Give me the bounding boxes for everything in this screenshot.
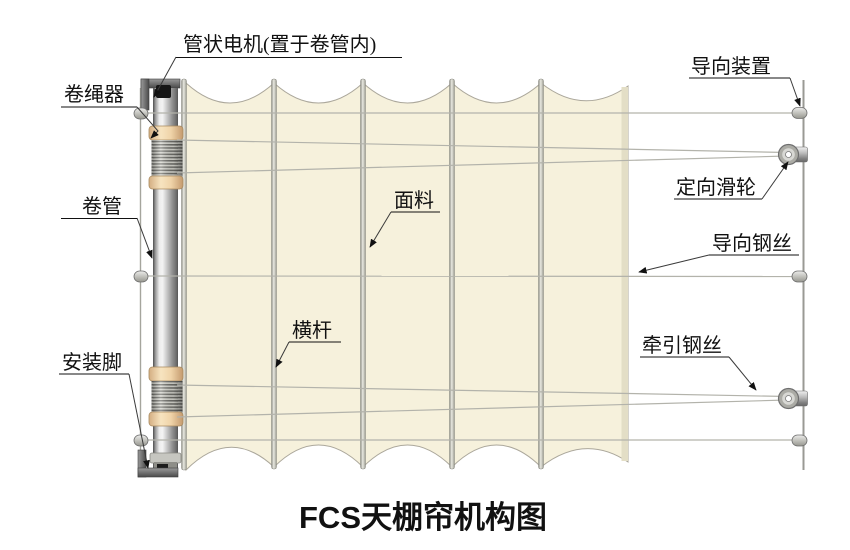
fabric-right-edge-shadow (621, 87, 628, 461)
label-tubular-motor: 管状电机(置于卷管内) (183, 33, 376, 56)
leader-fabric (369, 211, 392, 248)
cross-bar (449, 78, 455, 470)
leader-roll-tube (136, 217, 153, 259)
leader-guide-device (789, 77, 801, 107)
label-roll-tube: 卷管 (82, 195, 122, 218)
leader-lines (128, 56, 801, 469)
mounting-foot (137, 467, 179, 478)
rope-winder-bottom (148, 366, 184, 427)
label-underlines (59, 57, 799, 375)
traction-wire-top-b (176, 155, 788, 174)
leader-traction-wire (728, 356, 757, 391)
labels: 管状电机(置于卷管内) 卷绳器 卷管 安装脚 面料 横杆 导向装置 定向滑轮 导… (62, 33, 792, 374)
tubular-motor-head (156, 85, 171, 98)
label-mounting-foot: 安装脚 (62, 351, 122, 374)
top-bracket-arm (140, 78, 150, 111)
guide-device (791, 270, 808, 283)
cross-bar (271, 78, 277, 470)
guide-device (791, 434, 808, 447)
cross-bar (360, 78, 366, 470)
leader-rope-winder (136, 106, 159, 139)
label-guide-wire: 导向钢丝 (712, 232, 792, 255)
cross-bar (538, 78, 544, 470)
leader-mounting-foot (128, 373, 150, 469)
traction-wire-bottom-b (176, 399, 788, 418)
leader-directional-pulley (761, 161, 789, 200)
label-rope-winder: 卷绳器 (64, 83, 124, 106)
guide-wire-middle (145, 275, 795, 278)
diagram-title: FCS天棚帘机构图 (299, 500, 547, 535)
rope-winder-top (148, 125, 184, 190)
directional-pulley-top (777, 143, 808, 166)
wire-fitting (133, 270, 149, 283)
tube-end-lock (157, 464, 168, 471)
tube-end-flange (149, 452, 182, 464)
leader-guide-wire (638, 254, 710, 274)
label-cross-bar: 横杆 (292, 319, 332, 342)
traction-wire-top-a (176, 139, 788, 154)
right-rail-devices (777, 107, 808, 447)
leader-tubular-motor (153, 56, 177, 98)
guide-device (791, 107, 808, 119)
wires (145, 112, 795, 441)
leader-cross-bar (275, 341, 290, 368)
cross-bars (181, 78, 544, 471)
label-fabric: 面料 (394, 189, 434, 212)
label-directional-pulley: 定向滑轮 (676, 176, 756, 199)
wire-fitting (133, 434, 149, 447)
roller-assembly (137, 78, 184, 478)
label-guide-device: 导向装置 (691, 55, 771, 78)
traction-wire-bottom-a (176, 384, 788, 398)
label-traction-wire: 牵引钢丝 (642, 334, 722, 357)
directional-pulley-bottom (777, 387, 808, 410)
